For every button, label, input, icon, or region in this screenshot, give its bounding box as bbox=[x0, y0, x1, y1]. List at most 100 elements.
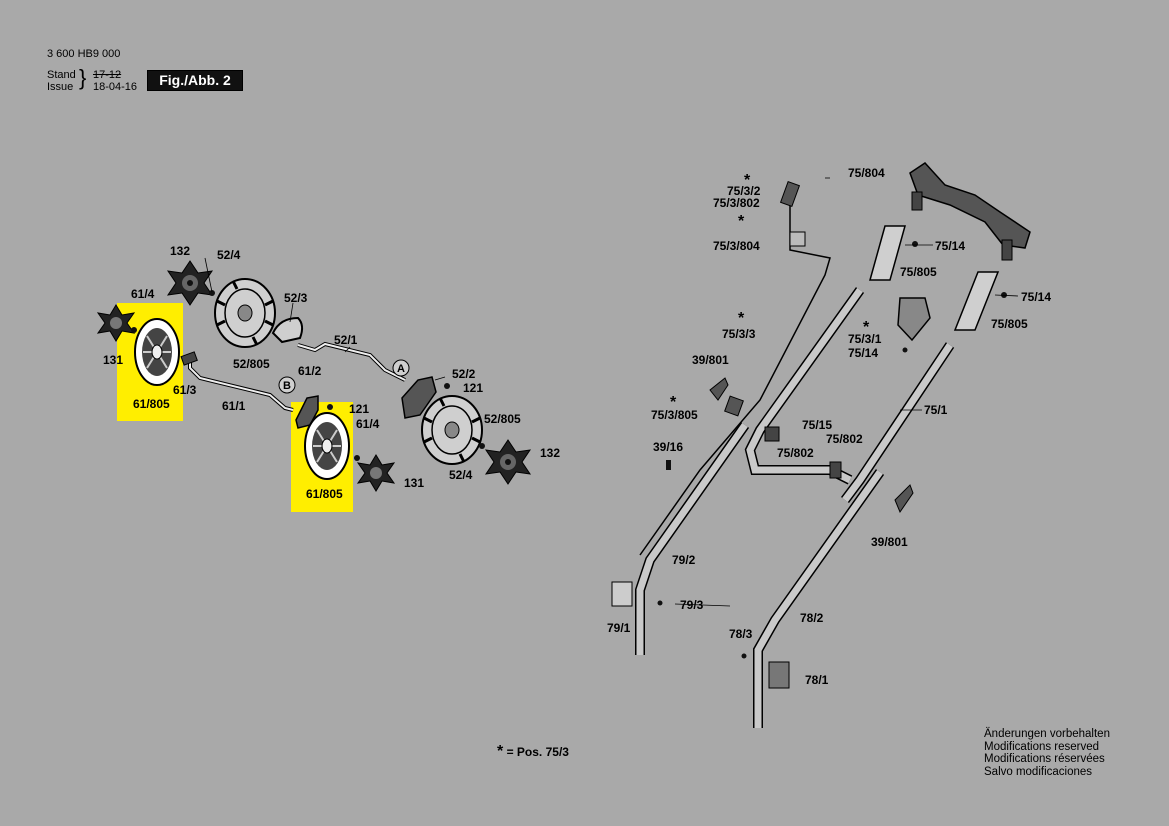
leader-lines bbox=[204, 177, 1019, 607]
part-label: 52/4 bbox=[449, 468, 473, 482]
part-label: 131 bbox=[103, 353, 123, 367]
screw-75-14-c-icon bbox=[902, 347, 908, 353]
part-label: 131 bbox=[404, 476, 424, 490]
hubcap-132-right-icon bbox=[484, 439, 532, 485]
brace-symbol: } bbox=[79, 65, 87, 90]
callout-a-label: A bbox=[397, 363, 405, 375]
clamp-79-1-icon bbox=[611, 581, 633, 607]
screw-52-4-right-icon bbox=[479, 443, 485, 449]
screw-121-right-icon bbox=[444, 383, 450, 389]
part-label: 52/3 bbox=[284, 291, 308, 305]
footnote-star: * bbox=[497, 743, 504, 760]
part-label: 79/1 bbox=[607, 621, 631, 635]
lever-39-801-b-icon bbox=[894, 484, 914, 514]
part-label: 61/4 bbox=[356, 417, 380, 431]
issue-date: 18-04-16 bbox=[93, 81, 138, 93]
nut-right-icon bbox=[354, 455, 360, 461]
part-label: 75/802 bbox=[826, 432, 863, 446]
part-label: 121 bbox=[349, 402, 369, 416]
screw-78-3-icon bbox=[741, 653, 747, 659]
disclaimer: Änderungen vorbehalten Modifications res… bbox=[984, 728, 1110, 778]
part-label: 75/804 bbox=[848, 166, 885, 180]
star-marker: * bbox=[738, 310, 745, 327]
pin-39-16-icon bbox=[666, 460, 671, 470]
star-marker: * bbox=[863, 319, 870, 336]
knob-75-802-icon bbox=[829, 461, 842, 479]
part-label: 132 bbox=[170, 244, 190, 258]
part-label: 78/1 bbox=[805, 673, 829, 687]
callout-circle-a bbox=[392, 359, 410, 377]
disclaimer-line: Modifications reserved bbox=[984, 740, 1100, 753]
part-label: 75/802 bbox=[777, 446, 814, 460]
clip-75-3-1-icon bbox=[897, 297, 931, 342]
doc-number: 3 600 HB9 000 bbox=[47, 48, 121, 60]
star-marker: * bbox=[738, 213, 745, 230]
part-label: 52/1 bbox=[334, 333, 358, 347]
figure-tag: Fig./Abb. 2 bbox=[147, 70, 243, 91]
handle-tube-78-2-icon bbox=[753, 469, 885, 728]
part-label: 75/1 bbox=[924, 403, 948, 417]
part-label: 75/14 bbox=[935, 239, 965, 253]
part-label: 75/805 bbox=[991, 317, 1028, 331]
part-label: 61/805 bbox=[306, 487, 343, 501]
bracket-52-3-icon bbox=[271, 316, 304, 344]
callout-b-label: B bbox=[283, 380, 291, 392]
handlebar-75-804-icon bbox=[909, 162, 1031, 249]
nut-left-icon bbox=[131, 327, 137, 333]
stand-date-struck: 17-12 bbox=[93, 69, 122, 81]
cable-75-3-3-icon bbox=[639, 195, 831, 556]
clamp-75-805-b-icon bbox=[953, 271, 1000, 331]
bushing-61-3-icon bbox=[180, 351, 198, 366]
part-label: 79/3 bbox=[680, 598, 704, 612]
handlebar-leg-left-icon bbox=[911, 191, 923, 211]
part-label: 52/805 bbox=[484, 412, 521, 426]
footnote: * = Pos. 75/3 bbox=[497, 743, 569, 761]
wheel-61-805-right-icon bbox=[304, 412, 350, 480]
handlebar-leg-right-icon bbox=[1001, 239, 1013, 261]
guide-75-3-805-icon bbox=[724, 395, 744, 417]
star-marker: * bbox=[744, 172, 751, 189]
part-label: 75/3/805 bbox=[651, 408, 698, 422]
part-label: 52/4 bbox=[217, 248, 241, 262]
disclaimer-line: Änderungen vorbehalten bbox=[984, 728, 1110, 740]
hubcap-132-top-icon bbox=[166, 260, 214, 306]
hubcap-61-4-left-icon bbox=[96, 304, 136, 342]
screw-79-3-icon bbox=[657, 600, 663, 606]
issue-label: Issue bbox=[47, 81, 74, 93]
knob-75-15-icon bbox=[764, 426, 780, 442]
bracket-52-2-icon bbox=[401, 376, 437, 419]
star-marker: * bbox=[670, 394, 677, 411]
footnote-text: = Pos. 75/3 bbox=[506, 745, 569, 759]
part-label: 75/3/804 bbox=[713, 239, 760, 253]
part-label: 61/3 bbox=[173, 383, 197, 397]
screw-52-4-icon bbox=[209, 290, 215, 296]
stand-label: Stand bbox=[47, 69, 76, 81]
clamp-75-805-a-icon bbox=[869, 225, 906, 281]
part-label: 39/16 bbox=[653, 440, 683, 454]
part-label: 61/1 bbox=[222, 399, 246, 413]
part-label: 78/3 bbox=[729, 627, 753, 641]
part-label: 79/2 bbox=[672, 553, 696, 567]
lever-39-801-a-icon bbox=[709, 377, 729, 401]
disclaimer-line: Salvo modificaciones bbox=[984, 765, 1093, 778]
part-label: 75/3/3 bbox=[722, 327, 756, 341]
wheel-52-805-right-icon bbox=[421, 395, 483, 465]
part-label: 61/4 bbox=[131, 287, 155, 301]
part-label: 75/14 bbox=[848, 346, 878, 360]
part-label: 75/14 bbox=[1021, 290, 1051, 304]
hubcap-131-right-icon bbox=[356, 454, 396, 492]
part-label: 61/2 bbox=[298, 364, 322, 378]
wheel-61-805-left-icon bbox=[134, 318, 180, 386]
screw-121-mid-icon bbox=[327, 404, 333, 410]
part-label: 39/801 bbox=[692, 353, 729, 367]
part-label: 75/3/2 bbox=[727, 184, 761, 198]
part-label: 52/805 bbox=[233, 357, 270, 371]
part-label: 75/805 bbox=[900, 265, 937, 279]
part-label: 39/801 bbox=[871, 535, 908, 549]
cable-clip-75-3-804-icon bbox=[789, 231, 806, 247]
clamp-78-1-icon bbox=[768, 661, 790, 689]
screw-75-14-a-icon bbox=[912, 241, 918, 247]
callout-circle-b bbox=[278, 376, 296, 394]
part-label: 132 bbox=[540, 446, 560, 460]
